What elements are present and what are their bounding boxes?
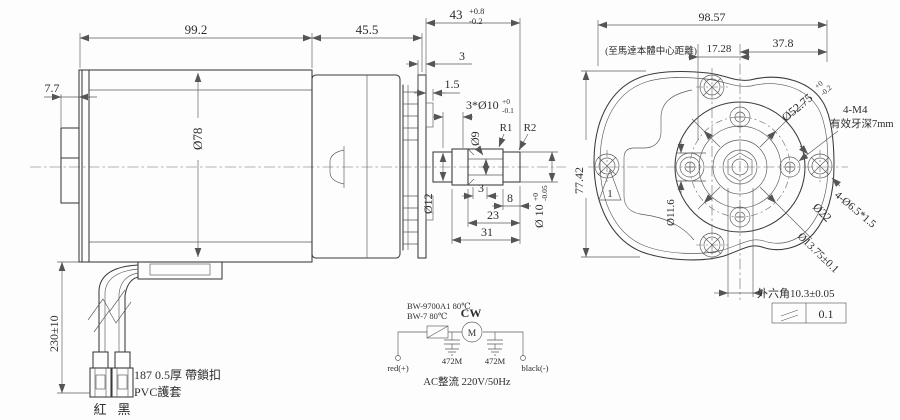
dim-99-2-label: 99.2 bbox=[185, 22, 208, 37]
cooling-fins bbox=[403, 91, 418, 245]
spade-connector-red bbox=[89, 351, 112, 398]
capacitor-left-symbol bbox=[444, 332, 460, 356]
side-view-dimensions: 99.2 45.5 43 +0.8 -0.2 7.7 Ø78 bbox=[44, 6, 558, 394]
terminal-box bbox=[137, 261, 223, 280]
cable-notes: 187 0.5厚 帶鎖扣 PVC護套 紅 黑 bbox=[93, 367, 221, 417]
gearbox-outline bbox=[311, 74, 434, 259]
dim-3x10-label: 3*Ø10 bbox=[466, 98, 499, 112]
cable-note-line2: PVC護套 bbox=[134, 384, 181, 399]
revision-mark-label: 1 bbox=[607, 188, 613, 200]
dim-shaft-tol-plus: +0 bbox=[531, 193, 540, 201]
dim-3-hex-label: 3 bbox=[478, 181, 484, 195]
motor-symbol-label: M bbox=[468, 329, 477, 339]
motor-body-outline bbox=[60, 69, 313, 263]
dim-11-6-label: Ø11.6 bbox=[665, 199, 677, 226]
spade-connector-black bbox=[111, 351, 134, 398]
dim-shaft-dia-label: Ø 10 bbox=[532, 204, 546, 228]
power-note-label: AC整流 220V/50Hz bbox=[423, 375, 511, 388]
rotation-direction-label: CW bbox=[461, 306, 482, 320]
dim-23-label: 23 bbox=[487, 208, 499, 222]
thread-note-line1: 4-M4 bbox=[843, 104, 868, 116]
dim-3-flange-label: 3 bbox=[459, 49, 465, 63]
parallelism-symbol bbox=[780, 309, 799, 322]
thermal-protector-symbol bbox=[426, 325, 449, 339]
circuit-diagram: BW-9700A1 80℃ BW-7 80℃ CW M 472M 472M re… bbox=[387, 301, 548, 388]
radius-1-label: R1 bbox=[500, 122, 513, 134]
dim-13-75-group: Ø13.75±0.1 bbox=[795, 231, 841, 276]
hex-note-label: 外六角10.3±0.05 bbox=[757, 287, 835, 300]
dim-7-7-label: 7.7 bbox=[45, 81, 60, 95]
cable-break-mark bbox=[87, 289, 126, 321]
wire-red-label: 紅 bbox=[93, 402, 106, 417]
front-view-centerlines bbox=[588, 44, 848, 300]
dim-hex-dia-label: Ø9 bbox=[468, 131, 482, 146]
dim-17-28-label: 17.28 bbox=[707, 43, 732, 55]
dim-43-tol-plus: +0.8 bbox=[469, 6, 484, 16]
dim-22-group: Ø22 bbox=[810, 200, 835, 224]
dim-12-label: Ø12 bbox=[421, 193, 435, 214]
wire-black-label: 黑 bbox=[117, 402, 130, 417]
mount-hole-right bbox=[807, 150, 833, 182]
mount-hole-left bbox=[594, 150, 620, 182]
output-shaft-outline bbox=[432, 148, 521, 186]
radius-2-label: R2 bbox=[524, 122, 537, 134]
revision-triangle: 1 bbox=[598, 169, 622, 201]
thread-note-line2: 有效牙深7mm bbox=[830, 117, 894, 130]
dim-43-label: 43 bbox=[450, 7, 463, 22]
cable-break-mark bbox=[93, 301, 132, 333]
cable-assembly bbox=[87, 264, 139, 398]
dim-8-label: 8 bbox=[507, 191, 513, 205]
dim-pitch-circle-label: Ø52.75 bbox=[779, 91, 815, 125]
dim-1-5-label: 1.5 bbox=[445, 77, 460, 91]
negative-terminal bbox=[520, 355, 526, 361]
dim-3x10-tol-minus: -0.1 bbox=[502, 106, 514, 115]
circuit-wires bbox=[397, 331, 524, 356]
dim-cable-length-label: 230±10 bbox=[47, 315, 61, 352]
terminal-positive-label: red(+) bbox=[387, 363, 408, 373]
dim-pitch-circle-group: Ø52.75 +0 -0.2 bbox=[779, 79, 834, 125]
dim-22-label: Ø22 bbox=[810, 200, 835, 224]
front-view: 98.57 (至馬達本體中心距離) 17.28 37.8 77.42 Ø52.7… bbox=[572, 10, 894, 324]
feature-control-frame: 0.1 bbox=[771, 302, 847, 324]
dim-31-label: 31 bbox=[481, 225, 493, 239]
front-view-dimensions: 98.57 (至馬達本體中心距離) 17.28 37.8 77.42 Ø52.7… bbox=[572, 10, 894, 324]
capacitor-left-label: 472M bbox=[442, 356, 463, 366]
dim-shaft-dia-group: Ø 10 +0 -0.05 bbox=[531, 185, 549, 228]
fcf-value-label: 0.1 bbox=[819, 307, 834, 321]
output-hex bbox=[727, 152, 753, 182]
dim-shaft-tol-minus: -0.05 bbox=[540, 185, 549, 201]
mount-holes-note-label: 4-Ø6.5*1.5 bbox=[832, 189, 878, 231]
dim-98-57-label: 98.57 bbox=[699, 10, 726, 24]
dim-43-tol-minus: -0.2 bbox=[469, 16, 482, 26]
dim-13-75-label: Ø13.75±0.1 bbox=[795, 231, 841, 276]
capacitor-right-label: 472M bbox=[485, 356, 506, 366]
positive-terminal bbox=[395, 355, 401, 361]
dim-77-42-label: 77.42 bbox=[572, 167, 586, 194]
dim-45-5-label: 45.5 bbox=[356, 22, 379, 37]
capacitor-right-symbol bbox=[487, 332, 503, 356]
dim-37-8-label: 37.8 bbox=[773, 36, 794, 50]
dim-3x10-tol-plus: +0 bbox=[502, 97, 510, 106]
mount-holes-note-group: 4-Ø6.5*1.5 bbox=[832, 189, 878, 231]
terminal-negative-label: black(-) bbox=[522, 363, 549, 373]
dim-body-dia-label: Ø78 bbox=[190, 128, 205, 150]
side-view: 99.2 45.5 43 +0.8 -0.2 7.7 Ø78 bbox=[30, 6, 566, 417]
cable-note-line1: 187 0.5厚 帶鎖扣 bbox=[134, 367, 221, 382]
protector-label-line1: BW-9700A1 80℃ bbox=[407, 301, 471, 311]
protector-label-line2: BW-7 80℃ bbox=[407, 311, 447, 321]
motor-symbol: M bbox=[461, 321, 483, 343]
center-distance-note: (至馬達本體中心距離) bbox=[605, 45, 697, 57]
